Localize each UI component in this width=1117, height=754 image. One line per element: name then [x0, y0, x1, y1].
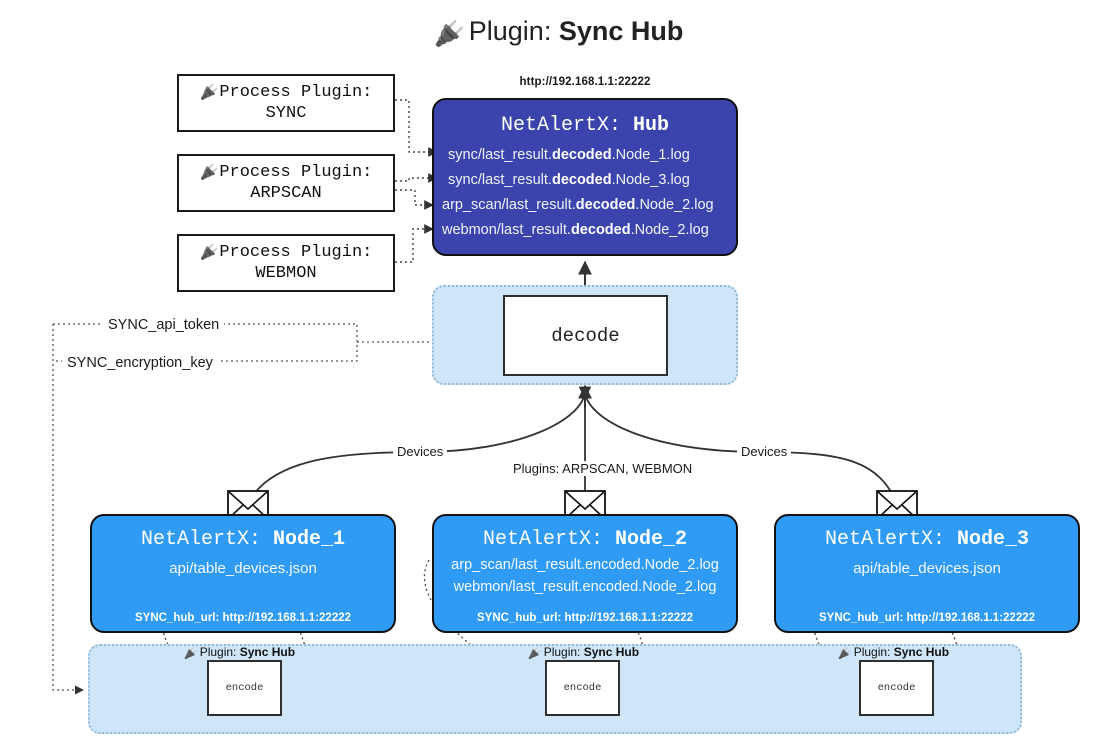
- log-mid: decoded: [551, 171, 612, 188]
- encode-caption-node3: 🔌Plugin: Sync Hub: [838, 645, 949, 660]
- process-plugin-label-line: 🔌Process Plugin:: [200, 82, 373, 104]
- log-mid: decoded: [551, 147, 612, 163]
- hub-url-label: http://192.168.1.1:22222: [519, 76, 651, 88]
- process-plugin-name: WEBMON: [255, 264, 317, 284]
- log-post: .Node_2.log: [635, 196, 714, 213]
- node-box-node1[interactable]: NetAlertX: Node_1 api/table_devices.json…: [90, 514, 396, 633]
- hub-title-prefix: NetAlertX:: [500, 114, 621, 137]
- process-plugin-label: Process Plugin:: [219, 82, 373, 102]
- node-hub-url: SYNC_hub_url: http://192.168.1.1:22222: [476, 612, 694, 624]
- edge-sync-to-log1: [395, 99, 438, 157]
- node-title-name: Node_1: [273, 528, 346, 551]
- node-hub-url: SYNC_hub_url: http://192.168.1.1:22222: [134, 612, 352, 624]
- page-title-name: Sync Hub: [558, 16, 684, 46]
- encode-caption-prefix: Plugin:: [543, 645, 581, 659]
- node-resource-line: api/table_devices.json: [853, 560, 1001, 577]
- node-title-prefix: NetAlertX:: [482, 528, 603, 551]
- page-title: 🔌Plugin: Sync Hub: [0, 16, 1117, 49]
- hub-title-name: Hub: [633, 114, 670, 137]
- encode-caption-name: Sync Hub: [583, 645, 640, 659]
- log-post: .Node_2.log: [630, 221, 709, 238]
- encode-box-node3[interactable]: encode: [859, 660, 934, 716]
- edge-keys-to-bottom: [52, 324, 84, 695]
- process-plugin-label: Process Plugin:: [219, 162, 373, 182]
- process-plugin-box-webmon[interactable]: 🔌Process Plugin: WEBMON: [177, 234, 395, 292]
- node-title-name: Node_2: [615, 528, 688, 551]
- log-mid: decoded: [575, 196, 636, 213]
- hub-log-line: sync/last_result.decoded.Node_3.log: [434, 168, 736, 193]
- plug-icon: 🔌: [528, 648, 542, 660]
- node-title-prefix: NetAlertX:: [824, 528, 945, 551]
- hub-log-line: arp_scan/last_result.decoded.Node_2.log: [434, 193, 736, 218]
- process-plugin-label-line: 🔌Process Plugin:: [200, 162, 373, 184]
- plug-icon: 🔌: [433, 20, 465, 48]
- edge-label-devices-left: Devices: [393, 444, 448, 459]
- sync-encryption-key-label: SYNC_encryption_key: [62, 355, 218, 371]
- hub-title: NetAlertX: Hub: [434, 114, 736, 137]
- log-pre: webmon/last_result.: [442, 221, 571, 238]
- decode-box[interactable]: decode: [503, 295, 668, 376]
- node-resource-line: webmon/last_result.encoded.Node_2.log: [453, 579, 717, 595]
- node-title: NetAlertX: Node_2: [434, 528, 736, 551]
- log-pre: sync/last_result.: [448, 147, 552, 163]
- sync-api-token-label: SYNC_api_token: [103, 317, 225, 333]
- process-plugin-box-arpscan[interactable]: 🔌Process Plugin: ARPSCAN: [177, 154, 395, 212]
- node-box-node2[interactable]: NetAlertX: Node_2 arp_scan/last_result.e…: [432, 514, 738, 633]
- edge-webmon-to-log4: [395, 224, 434, 263]
- node-resource-line: arp_scan/last_result.encoded.Node_2.log: [451, 557, 719, 573]
- hub-log-line: webmon/last_result.decoded.Node_2.log: [434, 218, 736, 243]
- plug-icon: 🔌: [199, 164, 219, 182]
- encode-caption-prefix: Plugin:: [199, 645, 237, 659]
- process-plugin-box-sync[interactable]: 🔌Process Plugin: SYNC: [177, 74, 395, 132]
- log-post: .Node_3.log: [611, 171, 690, 188]
- node-resource-line: api/table_devices.json: [169, 560, 317, 577]
- process-plugin-name: ARPSCAN: [250, 184, 322, 204]
- hub-log-line: sync/last_result.decoded.Node_1.log: [434, 143, 736, 168]
- plug-icon: 🔌: [838, 648, 852, 660]
- log-pre: sync/last_result.: [448, 171, 552, 188]
- node-title: NetAlertX: Node_1: [92, 528, 394, 551]
- plug-icon: 🔌: [199, 84, 219, 102]
- edge-label-plugins: Plugins: ARPSCAN, WEBMON: [509, 461, 697, 476]
- process-plugin-label: Process Plugin:: [219, 242, 373, 262]
- encode-caption-prefix: Plugin:: [853, 645, 891, 659]
- log-post: .Node_1.log: [611, 147, 690, 163]
- edge-label-devices-right: Devices: [737, 444, 792, 459]
- hub-log-list: sync/last_result.decoded.Node_1.log sync…: [434, 143, 736, 243]
- node-hub-url: SYNC_hub_url: http://192.168.1.1:22222: [818, 612, 1036, 624]
- process-plugin-label-line: 🔌Process Plugin:: [200, 242, 373, 264]
- process-plugin-name: SYNC: [265, 104, 307, 124]
- node-box-node3[interactable]: NetAlertX: Node_3 api/table_devices.json…: [774, 514, 1080, 633]
- hub-node[interactable]: NetAlertX: Hub sync/last_result.decoded.…: [432, 98, 738, 256]
- plug-icon: 🔌: [199, 244, 219, 262]
- node-title: NetAlertX: Node_3: [776, 528, 1078, 551]
- encode-caption-name: Sync Hub: [893, 645, 950, 659]
- encode-box-node1[interactable]: encode: [207, 660, 282, 716]
- node-title-name: Node_3: [957, 528, 1030, 551]
- log-pre: arp_scan/last_result.: [442, 196, 576, 213]
- encode-caption-node1: 🔌Plugin: Sync Hub: [184, 645, 295, 660]
- edge-arpscan-to-log3: [395, 189, 434, 210]
- log-mid: decoded: [570, 221, 631, 238]
- encode-caption-node2: 🔌Plugin: Sync Hub: [528, 645, 639, 660]
- node-title-prefix: NetAlertX:: [140, 528, 261, 551]
- plug-icon: 🔌: [184, 648, 198, 660]
- encode-caption-name: Sync Hub: [239, 645, 296, 659]
- page-title-prefix: Plugin:: [468, 16, 552, 46]
- edge-sync-to-log2: [395, 173, 438, 183]
- encode-box-node2[interactable]: encode: [545, 660, 620, 716]
